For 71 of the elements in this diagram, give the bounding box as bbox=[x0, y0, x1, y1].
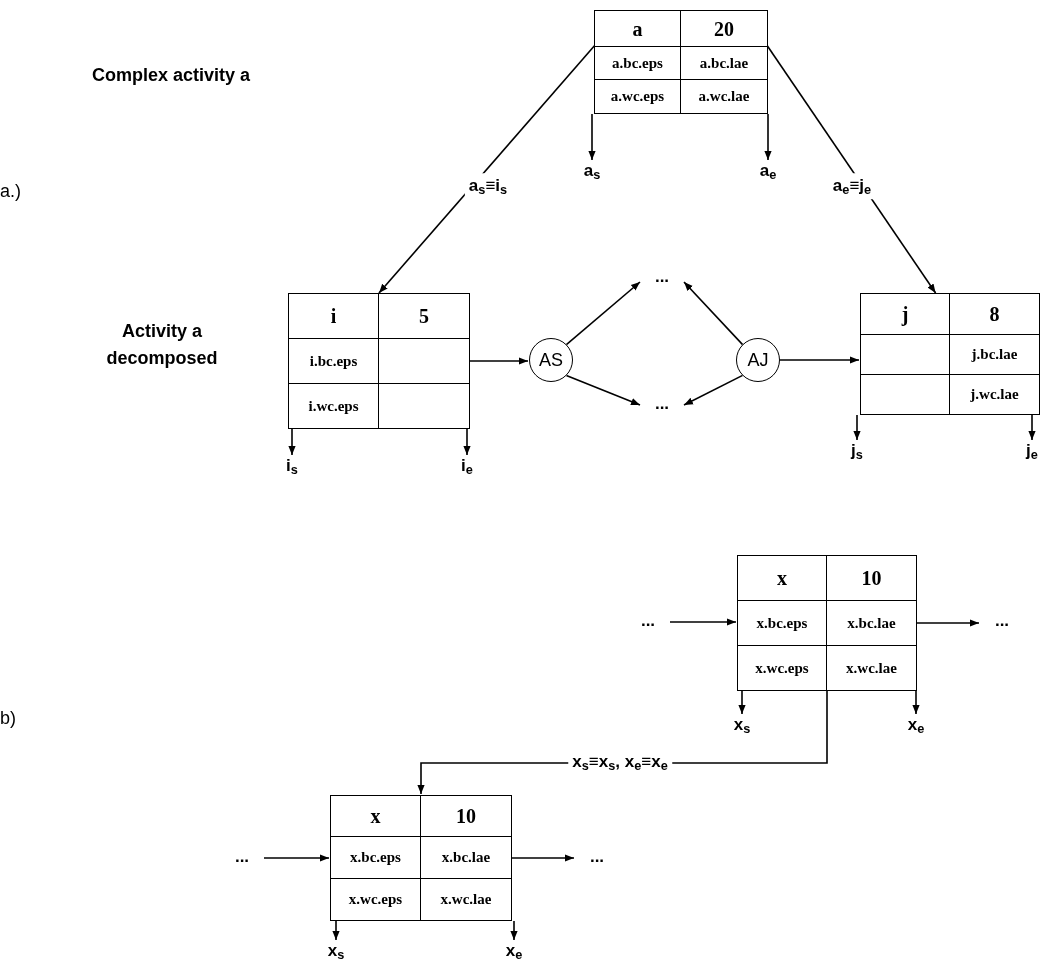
arrow bbox=[469, 357, 529, 365]
table-cell: a.wc.eps bbox=[595, 79, 681, 113]
point-label: x$_{s}$ bbox=[733, 716, 751, 733]
activity-table bbox=[860, 293, 1040, 415]
side-label: b) bbox=[0, 708, 16, 728]
arrow bbox=[738, 690, 746, 715]
point-label: ... bbox=[994, 612, 1010, 629]
arrow bbox=[853, 414, 861, 441]
point-label: a$_{s}$ bbox=[583, 162, 601, 179]
activity-table bbox=[594, 10, 768, 114]
table-cell: x.wc.lae bbox=[827, 645, 916, 690]
table-cell: i bbox=[289, 294, 379, 338]
arrow bbox=[263, 854, 330, 862]
table-cell: x.bc.lae bbox=[421, 836, 511, 878]
table-cell: x.bc.eps bbox=[331, 836, 421, 878]
point-label: ... bbox=[589, 848, 605, 865]
arrow bbox=[916, 619, 980, 627]
point-label: ... bbox=[640, 612, 656, 629]
side-label: a.) bbox=[0, 181, 21, 201]
point-label: i$_{e}$ bbox=[461, 457, 473, 474]
table-cell: x.wc.eps bbox=[738, 645, 827, 690]
arrow bbox=[1028, 414, 1036, 441]
table-cell-text: 20 bbox=[713, 16, 735, 42]
table-cell: x.wc.lae bbox=[421, 878, 511, 920]
point-label: x$_{s}$ bbox=[327, 942, 345, 959]
table-cell-text: 10 bbox=[860, 566, 883, 591]
arrow bbox=[511, 854, 575, 862]
point-label: x$_{e}$ bbox=[907, 716, 925, 733]
arrow bbox=[288, 428, 296, 456]
arrow bbox=[565, 281, 641, 346]
point-label: x$_{e}$ bbox=[505, 942, 523, 959]
arrow bbox=[683, 374, 744, 406]
table-cell: a bbox=[595, 11, 681, 46]
table-cell: j.bc.lae bbox=[950, 334, 1039, 374]
table-cell-text: 5 bbox=[418, 304, 430, 329]
arrow bbox=[764, 113, 772, 161]
arrow bbox=[510, 920, 518, 941]
arrow bbox=[332, 920, 340, 941]
table-cell: a.bc.eps bbox=[595, 46, 681, 79]
point-label: i$_{s}$ bbox=[286, 457, 298, 474]
table-cell: a.bc.lae bbox=[681, 46, 767, 79]
table-cell: j.wc.lae bbox=[950, 374, 1039, 414]
point-label: ... bbox=[654, 395, 670, 412]
table-cell: a.wc.lae bbox=[681, 79, 767, 113]
arrow bbox=[912, 690, 920, 715]
point-label: ... bbox=[234, 848, 250, 865]
table-cell: x bbox=[331, 796, 421, 836]
point-label: a$_{e}$ bbox=[759, 162, 777, 179]
arrow bbox=[588, 113, 596, 161]
table-cell: i.wc.eps bbox=[289, 383, 379, 428]
arrow bbox=[565, 374, 641, 406]
table-cell: x.bc.lae bbox=[827, 600, 916, 645]
activity-table bbox=[737, 555, 917, 691]
side-label: Complex activity a bbox=[92, 65, 251, 85]
arrow bbox=[779, 356, 860, 364]
side-label: Activity a decomposed bbox=[106, 321, 218, 368]
activity-table bbox=[330, 795, 512, 921]
table-cell: j bbox=[861, 294, 950, 334]
arrow bbox=[683, 281, 744, 346]
table-cell-text: 8 bbox=[988, 302, 1001, 327]
table-cell: x bbox=[738, 556, 827, 600]
table-cell: i.bc.eps bbox=[289, 338, 379, 383]
table-cell: x.bc.eps bbox=[738, 600, 827, 645]
table-cell: x.wc.eps bbox=[331, 878, 421, 920]
arrow bbox=[463, 428, 471, 456]
point-label: ... bbox=[654, 268, 670, 285]
point-label: j$_{e}$ bbox=[1026, 442, 1038, 459]
point-label: j$_{s}$ bbox=[851, 442, 863, 459]
arrow bbox=[669, 618, 737, 626]
table-cell-text: 10 bbox=[455, 804, 477, 829]
activity-table bbox=[288, 293, 470, 429]
